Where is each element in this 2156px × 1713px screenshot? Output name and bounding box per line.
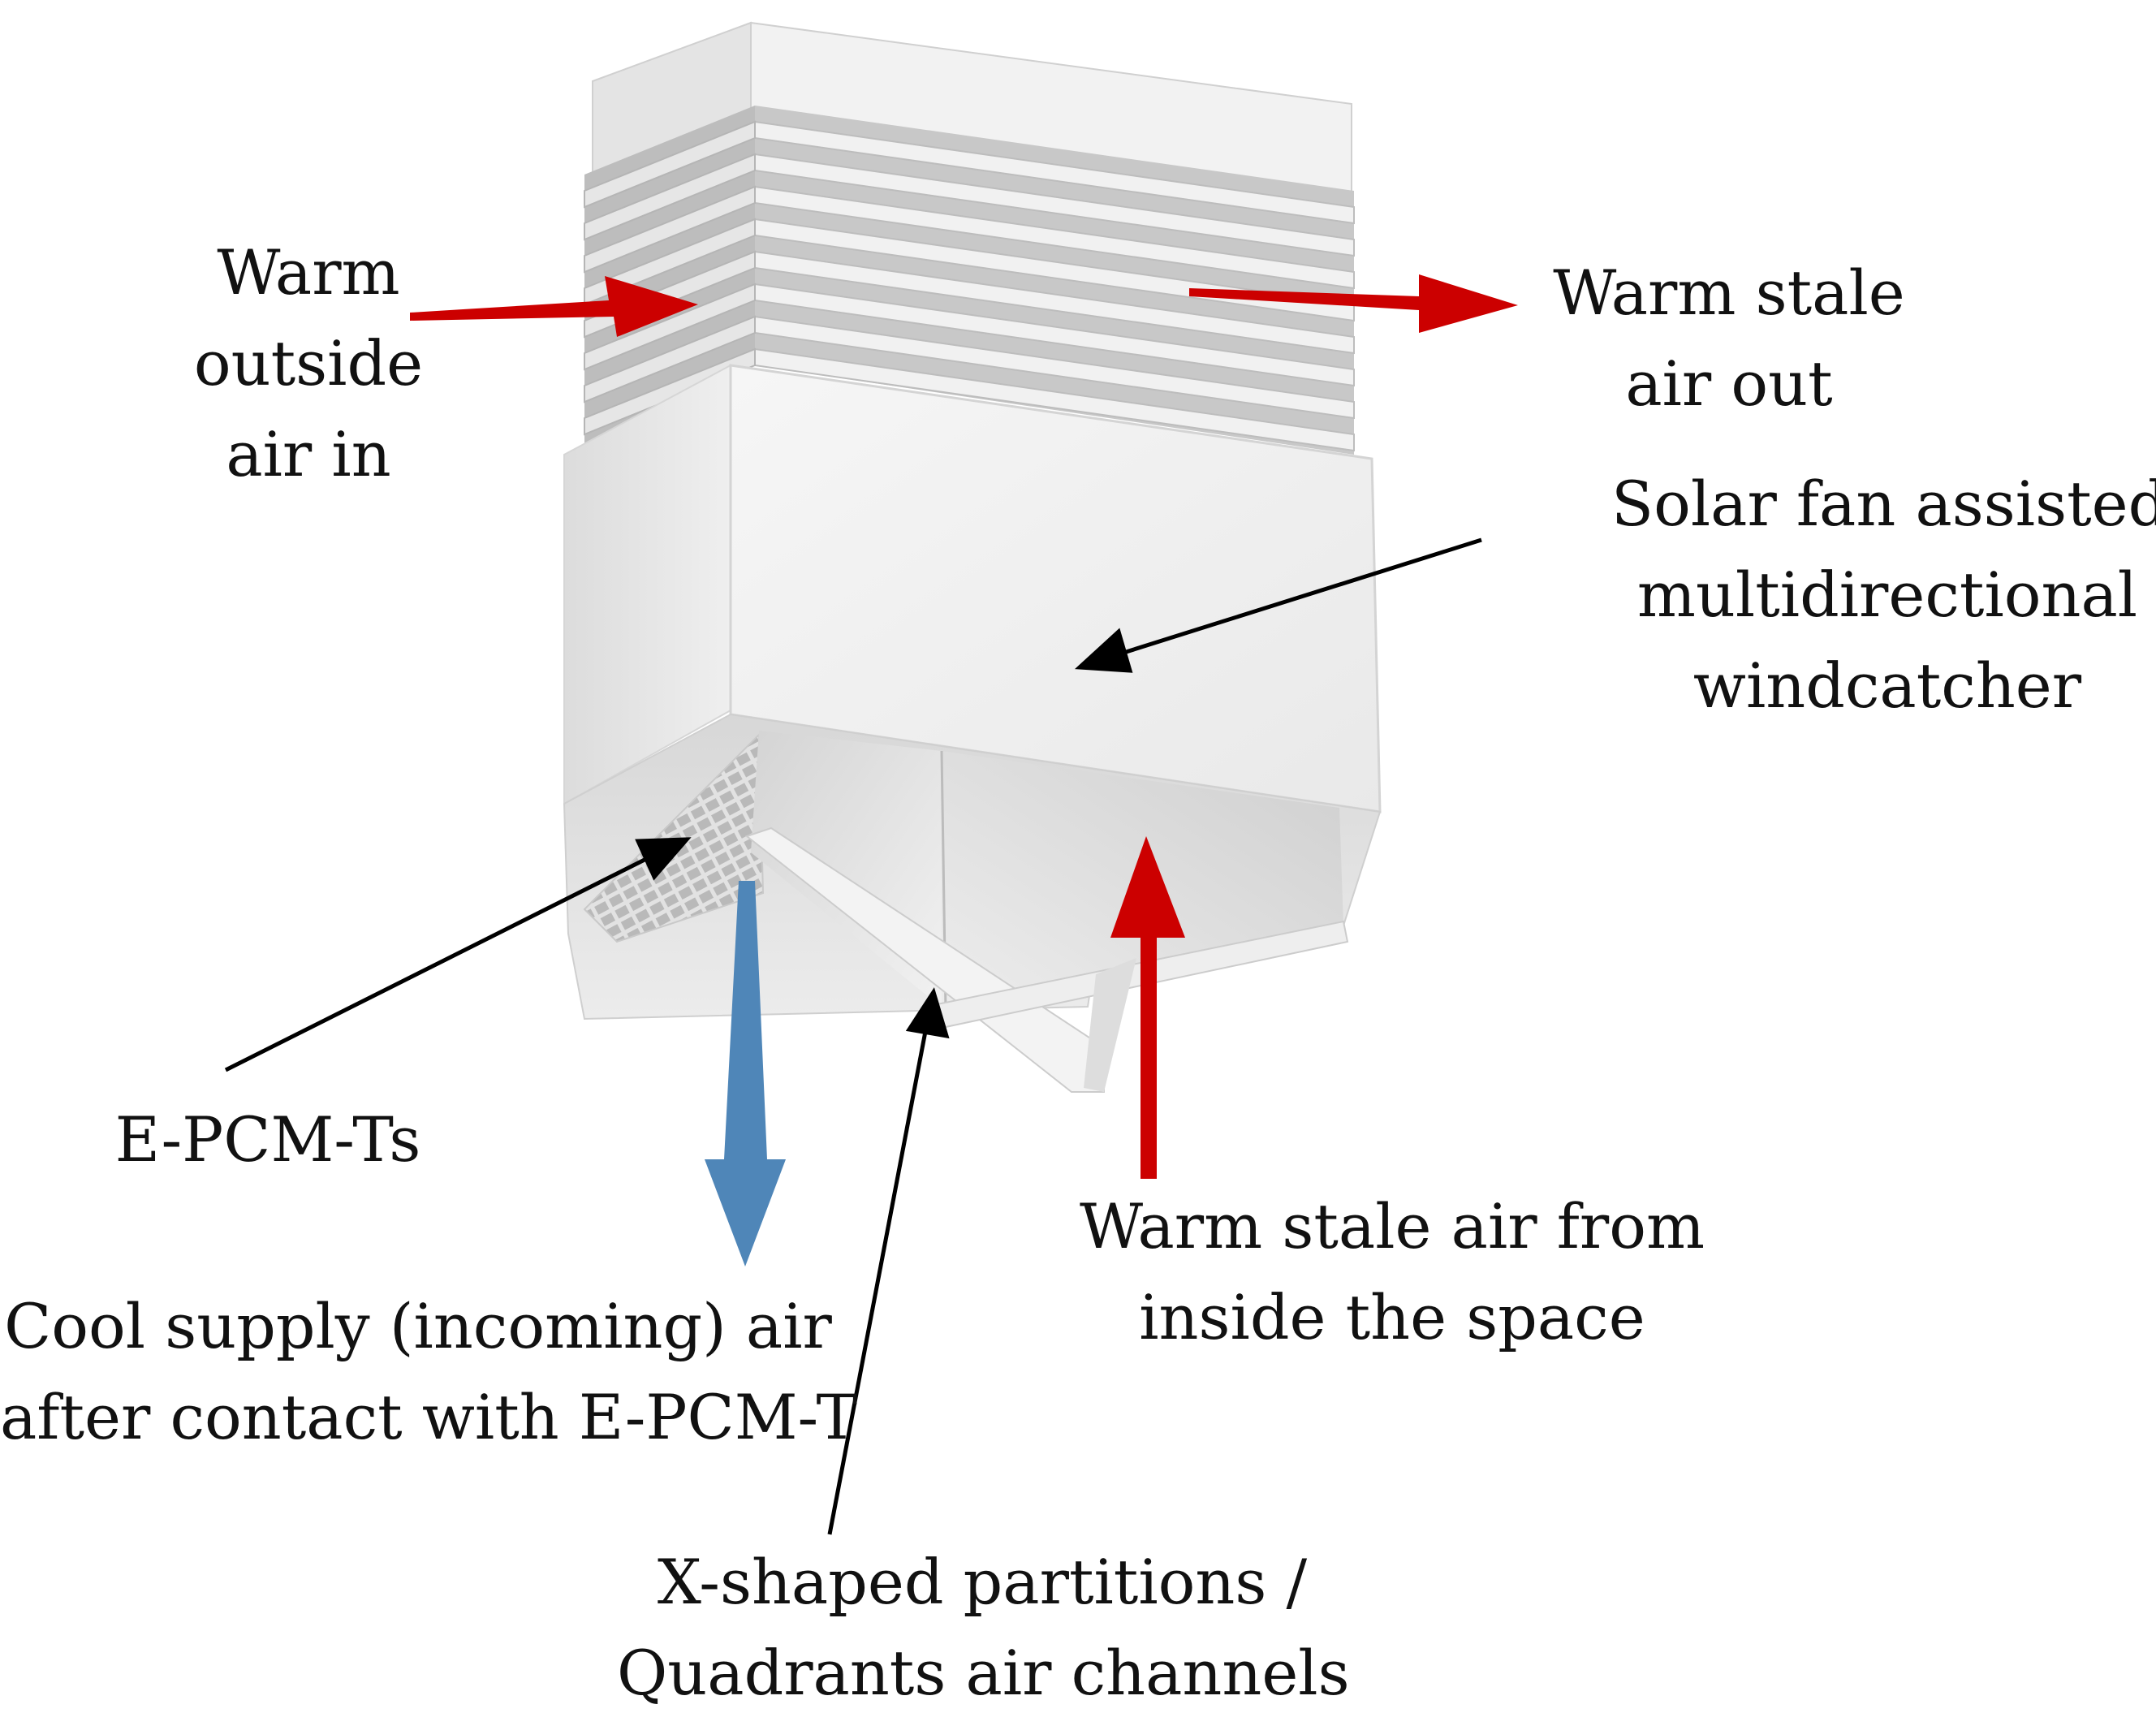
label-line: Quadrants air channels [617,1637,1350,1709]
louver-slat-side [584,315,756,403]
airflow-arrows [410,274,1518,1266]
label-line: air out [1625,347,1833,420]
label-cool-supply-air: Cool supply (incoming) air after contact… [0,1281,858,1463]
label-line: Warm stale air from [1079,1190,1705,1262]
warm-inflow-arrow [410,276,698,337]
label-line: X-shaped partitions / [657,1546,1308,1618]
label-epcm-ts: E-PCM-Ts [97,1094,438,1185]
label-line: Warm [217,236,400,309]
right-arrow-icon [1189,274,1518,333]
label-windcatcher: Solar fan assisted multidirectional wind… [1611,459,2156,731]
label-line: after contact with E-PCM-T [0,1381,858,1453]
label-line: air in [226,418,391,490]
down-arrow-icon [705,881,786,1266]
louver-slat-side [584,153,756,241]
label-line: E-PCM-Ts [114,1103,421,1176]
pointer-epcm-ts [224,837,692,1072]
label-line: Warm stale [1553,257,1905,329]
label-line: inside the space [1139,1281,1645,1353]
label-warm-stale-from-space: Warm stale air from inside the space [1059,1181,1725,1363]
label-line: windcatcher [1692,649,2082,722]
louver-slat-side [584,185,756,274]
warm-outflow-arrow [1189,274,1518,333]
label-x-partitions: X-shaped partitions / Quadrants air chan… [617,1537,1350,1713]
warm-from-space-arrow [1110,836,1185,1179]
louver-slat-side [584,283,756,371]
right-arrow-icon [410,276,698,337]
windcatcher-unit [563,21,1382,1093]
pointer-lines [224,537,1482,1535]
pointer-windcatcher [1074,537,1482,673]
label-line: Solar fan assisted [1611,468,2156,540]
label-line: Cool supply (incoming) air [4,1290,832,1362]
label-warm-stale-air-out: Warm stale air out [1542,248,1916,429]
label-line: multidirectional [1636,559,2138,631]
pointer-x-partitions [827,987,950,1535]
label-warm-outside-air-in: Warm outside air in [187,227,430,500]
louver-slat-side [584,120,756,209]
cool-supply-arrow [705,881,786,1266]
louver-slat-side [584,347,756,436]
up-arrow-icon [1110,836,1185,1179]
label-line: outside [193,327,424,399]
